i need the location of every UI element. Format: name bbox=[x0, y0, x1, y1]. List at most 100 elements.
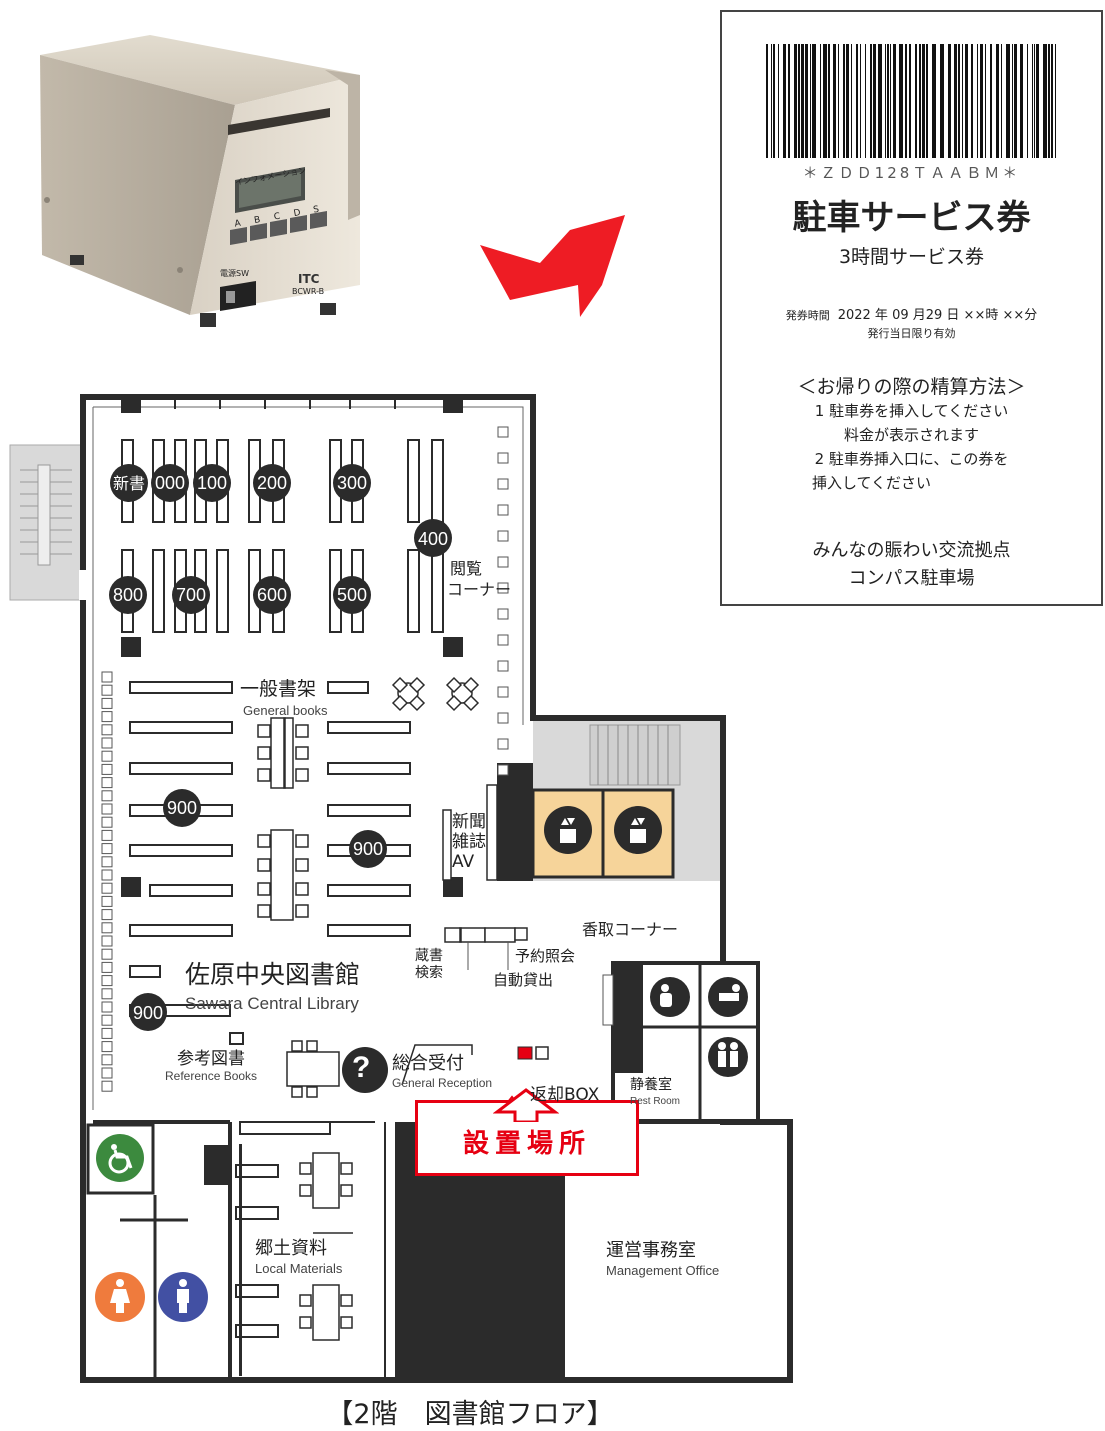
bookshelf bbox=[229, 1032, 244, 1045]
wall-seat bbox=[101, 869, 113, 881]
catalog-label-1: 蔵書 bbox=[415, 948, 443, 964]
payment-step-2: 2 駐車券挿入口に、この券を bbox=[814, 450, 1009, 468]
wall-seat bbox=[101, 895, 113, 907]
barcode-bar bbox=[977, 44, 978, 158]
shelf-number-badge bbox=[414, 519, 452, 557]
shelf-label-300: 300 bbox=[336, 473, 368, 493]
button-d-label: D bbox=[292, 208, 302, 220]
shelf-number-badge bbox=[349, 830, 387, 868]
shelf-number-badge bbox=[172, 576, 210, 614]
barcode-bar bbox=[783, 44, 786, 158]
wall-seat bbox=[101, 816, 113, 828]
wall-seat bbox=[497, 530, 509, 542]
barcode-bar bbox=[919, 44, 921, 158]
rest-room-en-label: Rest Room bbox=[630, 1096, 681, 1107]
barcode-bar bbox=[878, 44, 882, 158]
barcode-bar bbox=[971, 44, 973, 158]
wall-seat bbox=[101, 1001, 113, 1013]
shelf-number-badge bbox=[129, 993, 167, 1031]
barcode-bar bbox=[794, 44, 797, 158]
bookshelf bbox=[129, 965, 161, 978]
callout-arrow-icon bbox=[493, 1088, 559, 1122]
shelf-label-shinsho: 新書 bbox=[112, 474, 145, 493]
wall-seat bbox=[101, 882, 113, 894]
help-icon bbox=[342, 1047, 388, 1093]
barcode-bar bbox=[905, 44, 907, 158]
validity-note: 発行当日限り有効 bbox=[867, 327, 956, 340]
library-name-en: Sawara Central Library bbox=[185, 994, 359, 1013]
barcode-bar bbox=[915, 44, 917, 158]
shelf-label-400: 400 bbox=[417, 529, 449, 549]
shelf-number-badge bbox=[110, 464, 148, 502]
barcode-bar bbox=[1012, 44, 1013, 158]
shelf-number-badge bbox=[333, 576, 371, 614]
barcode-bar bbox=[810, 44, 811, 158]
wall-seat bbox=[101, 988, 113, 1000]
installation-spot bbox=[517, 1046, 533, 1060]
return-box-label: 返却BOX bbox=[530, 1085, 600, 1105]
bookshelf bbox=[327, 884, 411, 897]
shelf-number-badge bbox=[163, 789, 201, 827]
barcode-bar bbox=[778, 44, 779, 158]
shelf-number-badge bbox=[151, 464, 189, 502]
red-arrow-icon bbox=[480, 215, 625, 317]
button-s-label: S bbox=[312, 204, 320, 216]
device-illustration bbox=[40, 35, 360, 327]
wall-seat bbox=[497, 608, 509, 620]
wall-seat bbox=[101, 843, 113, 855]
office-label: 運営事務室 bbox=[606, 1240, 696, 1261]
wall-seat bbox=[497, 660, 509, 672]
issue-time-label: 発券時間 bbox=[785, 309, 830, 322]
barcode-bar bbox=[1043, 44, 1047, 158]
barcode-bar bbox=[1055, 44, 1056, 158]
device-brand: ITC bbox=[298, 272, 320, 286]
barcode-bar bbox=[948, 44, 951, 158]
help-symbol: ? bbox=[352, 1051, 371, 1084]
bookshelf bbox=[129, 844, 233, 857]
wall-seat bbox=[497, 738, 509, 750]
barcode-bar bbox=[865, 44, 866, 158]
general-books-en-label: General books bbox=[243, 703, 328, 718]
reference-books-en-label: Reference Books bbox=[165, 1069, 258, 1083]
barcode-bar bbox=[887, 44, 889, 158]
reception-label: 総合受付 bbox=[392, 1053, 464, 1074]
barcode-bar bbox=[823, 44, 827, 158]
wall-seat bbox=[101, 737, 113, 749]
wall-seat bbox=[497, 426, 509, 438]
barcode-bar bbox=[1051, 44, 1053, 158]
wall-seat bbox=[101, 961, 113, 973]
wall-seat bbox=[101, 948, 113, 960]
bookshelf bbox=[407, 549, 420, 633]
self-checkout-label: 自動貸出 bbox=[493, 971, 554, 989]
barcode-bar bbox=[885, 44, 886, 158]
barcode-bar bbox=[766, 44, 768, 158]
wall-seat bbox=[101, 1080, 113, 1092]
shelf-label-200: 200 bbox=[256, 473, 288, 493]
wall-seat bbox=[497, 686, 509, 698]
shelf-label-900-a: 900 bbox=[166, 798, 198, 818]
wall-seat bbox=[497, 634, 509, 646]
barcode-bar bbox=[805, 44, 808, 158]
wall-seat bbox=[101, 1054, 113, 1066]
bookshelf bbox=[327, 804, 411, 817]
shelf-number-badge bbox=[253, 576, 291, 614]
wall-seat bbox=[101, 935, 113, 947]
wall-seat bbox=[101, 750, 113, 762]
barcode-bar bbox=[801, 44, 804, 158]
barcode-bar bbox=[843, 44, 845, 158]
barcode-bar bbox=[890, 44, 891, 158]
library-name-jp: 佐原中央図書館 bbox=[185, 960, 361, 989]
barcode-bar bbox=[1048, 44, 1050, 158]
floor-map bbox=[9, 394, 793, 1383]
shelf-label-100: 100 bbox=[196, 473, 228, 493]
barcode-bar bbox=[1027, 44, 1028, 158]
general-books-label: 一般書架 bbox=[240, 678, 317, 700]
office-en-label: Management Office bbox=[606, 1263, 720, 1278]
bookshelf bbox=[327, 721, 411, 734]
barcode-bar bbox=[838, 44, 839, 158]
local-materials-label: 郷土資料 bbox=[255, 1238, 327, 1259]
barcode-bar bbox=[846, 44, 849, 158]
restroom-icon bbox=[708, 1037, 748, 1077]
bookshelf bbox=[129, 762, 233, 775]
